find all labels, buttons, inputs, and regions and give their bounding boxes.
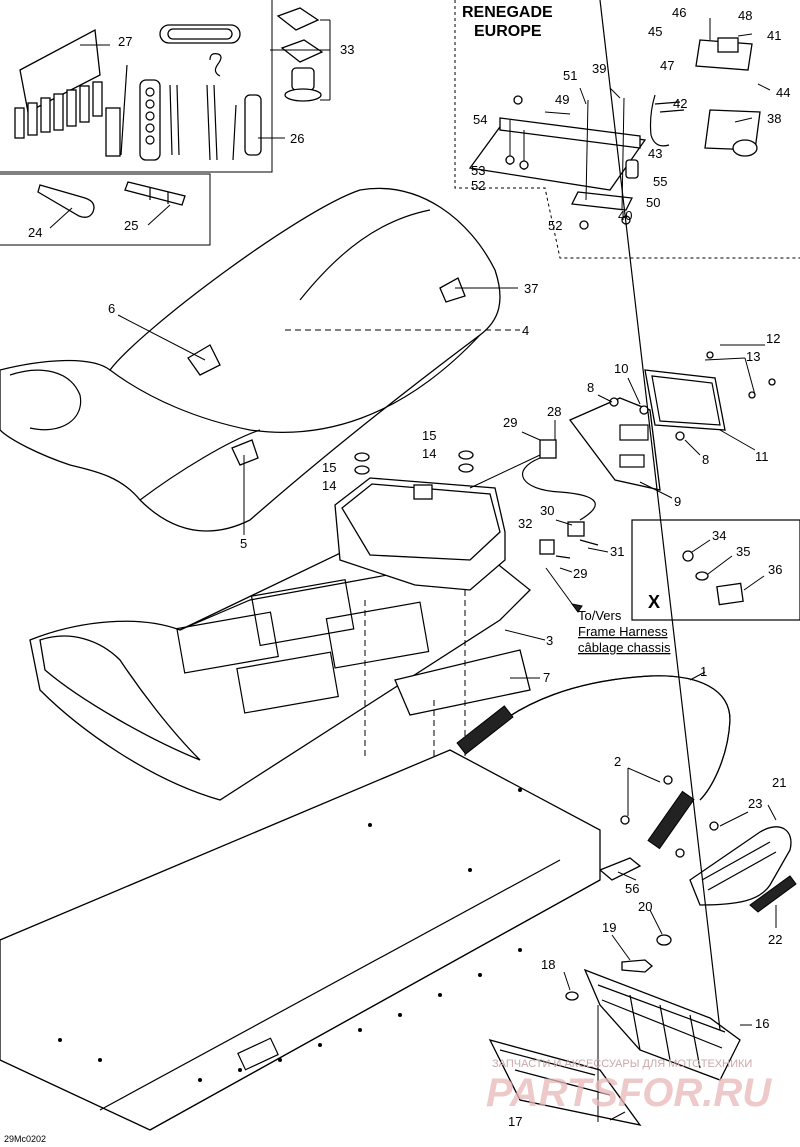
callout-49: 49 (555, 92, 569, 107)
callout-23: 23 (748, 796, 762, 811)
callout-47: 47 (660, 58, 674, 73)
callout-21: 21 (772, 775, 786, 790)
wrench-set (105, 64, 262, 161)
rear-flap (488, 0, 741, 1126)
callout-29a: 29 (503, 415, 517, 430)
callout-6: 6 (108, 301, 115, 316)
callout-36: 36 (768, 562, 782, 577)
callout-19: 19 (602, 920, 616, 935)
fastener-pieces (159, 7, 324, 102)
callout-2: 2 (614, 754, 621, 769)
harness-note-line3: câblage chassis (578, 640, 671, 655)
callout-35: 35 (736, 544, 750, 559)
x-inset (631, 519, 800, 621)
callout-46: 46 (672, 5, 686, 20)
washers (354, 450, 474, 475)
callout-8b: 8 (702, 452, 709, 467)
callout-34: 34 (712, 528, 726, 543)
renegade-title-line2: EUROPE (474, 23, 542, 40)
callout-14b: 14 (422, 446, 436, 461)
callout-27: 27 (118, 34, 132, 49)
callout-43: 43 (648, 146, 662, 161)
watermark-small-text: ЗАПЧАСТИ И АКСЕССУАРЫ ДЛЯ МОТОТЕХНИКИ (492, 1058, 752, 1070)
tail-light (568, 351, 776, 491)
renegade-europe-inset (454, 0, 800, 259)
seat (0, 187, 501, 532)
callout-15b: 15 (422, 428, 436, 443)
callout-13: 13 (746, 349, 760, 364)
callout-22: 22 (768, 932, 782, 947)
x-inset-label: X (648, 592, 660, 612)
callout-55: 55 (653, 174, 667, 189)
callout-15a: 15 (322, 460, 336, 475)
callout-33: 33 (340, 42, 354, 57)
callout-29b: 29 (573, 566, 587, 581)
callout-9: 9 (674, 494, 681, 509)
callout-32: 32 (518, 516, 532, 531)
storage-box (334, 477, 506, 591)
callout-53: 53 (471, 163, 485, 178)
callout-52a: 52 (471, 178, 485, 193)
callout-3: 3 (546, 633, 553, 648)
callout-26: 26 (290, 131, 304, 146)
callout-1: 1 (700, 664, 707, 679)
callout-31: 31 (610, 544, 624, 559)
callout-7: 7 (543, 670, 550, 685)
callout-labels: RENEGADE EUROPE X To/Vers Frame Harness … (4, 4, 790, 1144)
callout-8a: 8 (587, 380, 594, 395)
reference-code: 29Mc0202 (4, 1134, 46, 1144)
callout-56: 56 (625, 881, 639, 896)
watermark: ЗАПЧАСТИ И АКСЕССУАРЫ ДЛЯ МОТОТЕХНИКИ PA… (486, 1058, 772, 1115)
callout-45: 45 (648, 24, 662, 39)
callout-17: 17 (508, 1114, 522, 1129)
callout-41: 41 (767, 28, 781, 43)
callout-30: 30 (540, 503, 554, 518)
tunnel-holes (58, 788, 522, 1082)
callout-12: 12 (766, 331, 780, 346)
callout-37: 37 (524, 281, 538, 296)
callout-11: 11 (755, 449, 769, 464)
spanner-tools (37, 181, 186, 218)
rear-bumper-cap (598, 775, 797, 913)
harness-note-line2: Frame Harness (578, 624, 668, 639)
callout-28: 28 (547, 404, 561, 419)
callout-51: 51 (563, 68, 577, 83)
wiring-harness (521, 439, 599, 613)
watermark-logo-text: PARTSFOR.RU (486, 1071, 772, 1115)
socket-set (14, 81, 103, 139)
callout-54: 54 (473, 112, 487, 127)
callout-42: 42 (673, 96, 687, 111)
callout-16: 16 (755, 1016, 769, 1031)
callout-25: 25 (124, 218, 138, 233)
callout-39: 39 (592, 61, 606, 76)
callout-40: 40 (618, 208, 632, 223)
seat-frame (29, 509, 531, 801)
tunnel (0, 749, 601, 1131)
callout-50: 50 (646, 195, 660, 210)
callout-4: 4 (522, 323, 529, 338)
renegade-title-line1: RENEGADE (462, 4, 553, 21)
callout-38: 38 (767, 111, 781, 126)
callout-52b: 52 (548, 218, 562, 233)
tool-kit-inset (0, 0, 331, 246)
callout-5: 5 (240, 536, 247, 551)
callout-24: 24 (28, 225, 42, 240)
callout-48: 48 (738, 8, 752, 23)
callout-20: 20 (638, 899, 652, 914)
callout-10: 10 (614, 361, 628, 376)
callout-14a: 14 (322, 478, 336, 493)
harness-note-line1: To/Vers (578, 608, 622, 623)
callout-44: 44 (776, 85, 790, 100)
callout-18: 18 (541, 957, 555, 972)
